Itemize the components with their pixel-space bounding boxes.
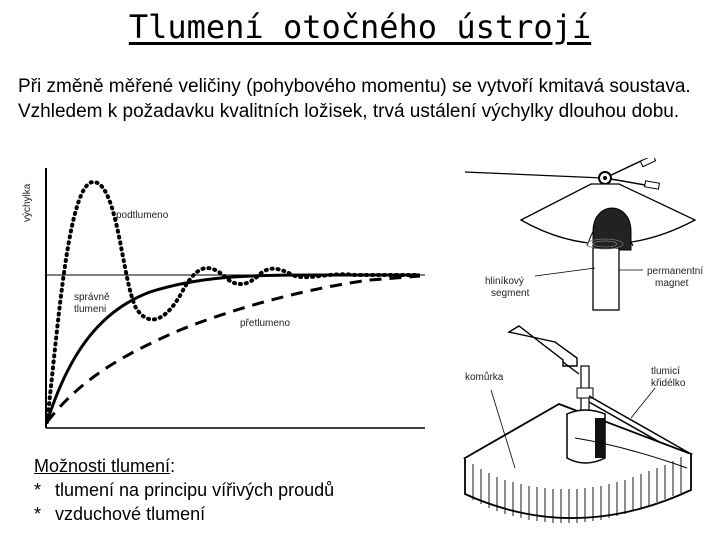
- vane-arm: [588, 395, 692, 455]
- pivot-center: [603, 176, 607, 180]
- label-overdamped: přetlumeno: [240, 318, 290, 329]
- label-damping-vane-line: tlumicí: [651, 366, 680, 377]
- damper-chamber-wall: [464, 454, 692, 519]
- option-text: vzduchové tlumení: [55, 504, 206, 524]
- damper-lever: [507, 325, 578, 367]
- pointer-arm: [464, 171, 604, 179]
- y-axis-label: výchylka: [22, 183, 33, 222]
- slide-title: Tlumení otočného ústrojí: [128, 8, 592, 46]
- label-permanent-magnet-line: permanentní: [647, 266, 703, 277]
- pointer-arm: [604, 177, 652, 187]
- label-permanent-magnet-line: magnet: [655, 278, 689, 289]
- options-heading: Možnosti tlumení: [34, 456, 171, 476]
- intro-paragraph: Při změně měřené veličiny (pohybového mo…: [18, 76, 691, 122]
- list-item: * tlumení na principu vířivých proudů: [34, 478, 454, 502]
- counterweight: [639, 158, 657, 168]
- label-chamber: komůrka: [465, 371, 504, 383]
- label-aluminium-segment-line: hliníkový: [485, 276, 524, 287]
- damping-response-graph: výchylka podtlumeno správně tlumeni přet…: [22, 168, 425, 429]
- label-underdamped: podtlumeno: [116, 210, 169, 221]
- label-critically-damped-line: tlumeni: [74, 304, 106, 315]
- air-damper-figure: komůrka tlumicí křidélko: [463, 325, 694, 523]
- eddy-pattern: [592, 240, 618, 248]
- permanent-magnet: [592, 207, 632, 251]
- critically-damped-curve: [45, 273, 420, 423]
- leader-line: [490, 389, 516, 469]
- eddy-current-damper-figure: hliníkový segment permanentní magnet: [464, 158, 706, 311]
- label-aluminium-segment: hliníkový segment: [485, 276, 530, 299]
- label-critically-damped-line: správně: [74, 292, 110, 303]
- label-aluminium-segment-line: segment: [491, 288, 530, 299]
- label-permanent-magnet: permanentní magnet: [647, 266, 706, 289]
- option-text: tlumení na principu vířivých proudů: [55, 480, 335, 500]
- chamber-ribbing: [472, 457, 682, 523]
- damper-vane: [574, 437, 688, 469]
- list-item: * vzduchové tlumení: [34, 502, 454, 526]
- leader-line: [534, 267, 596, 277]
- label-critically-damped: správně tlumeni: [74, 292, 112, 315]
- label-damping-vane: tlumicí křidélko: [651, 366, 686, 389]
- damping-options: Možnosti tlumení: * tlumení na principu …: [34, 454, 454, 526]
- eddy-pattern: [586, 238, 624, 250]
- options-heading-colon: :: [170, 456, 176, 476]
- pointer-arm: [604, 159, 644, 179]
- magnet-base: [592, 247, 620, 311]
- chamber-hub-dark: [595, 418, 605, 458]
- bullet: *: [34, 480, 42, 500]
- bullet: *: [34, 504, 42, 524]
- shaft-collar: [576, 387, 594, 399]
- options-heading-row: Možnosti tlumení:: [34, 454, 454, 478]
- underdamped-curve: [45, 179, 422, 424]
- overdamped-curve: [45, 274, 421, 423]
- counterweight: [644, 180, 660, 190]
- leader-line: [630, 387, 656, 419]
- damper-lever: [562, 361, 580, 375]
- label-damping-vane-line: křidélko: [651, 378, 686, 389]
